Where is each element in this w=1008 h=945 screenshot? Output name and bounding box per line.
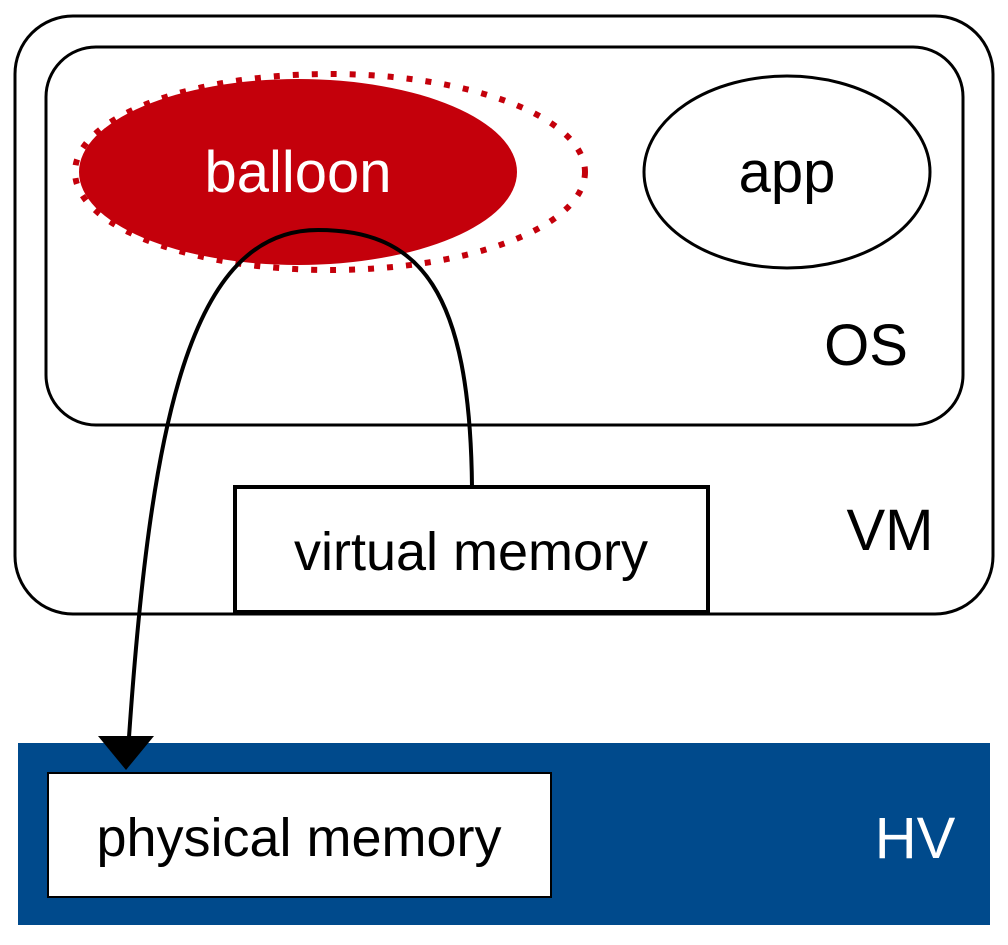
physical-memory-box (47, 772, 552, 898)
vm-label: VM (847, 498, 934, 563)
os-label: OS (824, 313, 908, 378)
virtual-memory-box (233, 485, 710, 614)
balloon-shape (79, 79, 517, 265)
balloon-label: balloon (204, 140, 391, 205)
mapping-arrow-path (126, 227, 474, 753)
app-ellipse (642, 74, 932, 270)
balloon-expanded-outline (72, 71, 588, 273)
physical-memory-label: physical memory (96, 808, 501, 868)
app-label: app (739, 140, 836, 205)
mapping-arrowhead (98, 736, 154, 770)
hv-label: HV (875, 806, 956, 871)
virtual-memory-label: virtual memory (294, 522, 648, 582)
